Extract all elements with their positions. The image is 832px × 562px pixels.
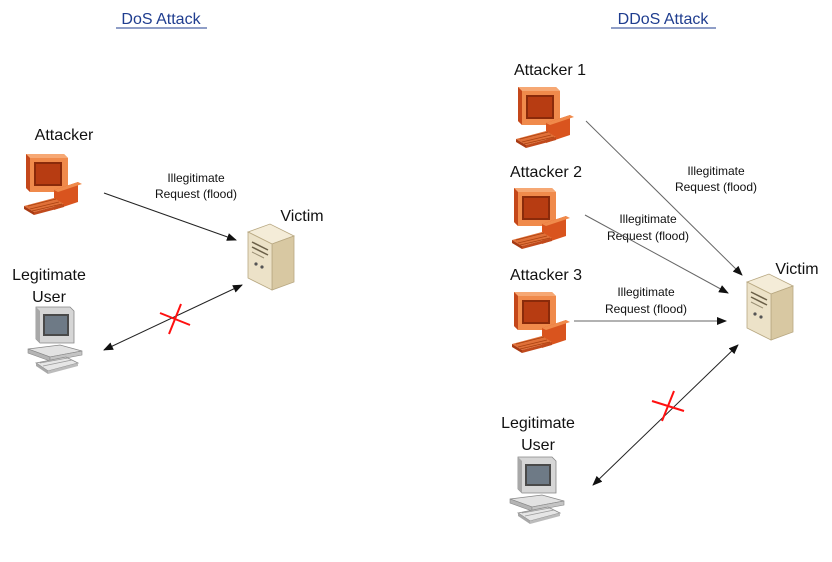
dos-user-label-line1: Legitimate (12, 267, 86, 284)
dos-request-label-line1: Illegitimate (167, 171, 225, 185)
ddos-attacker2-label: Attacker 2 (510, 164, 582, 181)
ddos-attacker1-computer-icon (515, 86, 575, 149)
ddos-blocked-x-icon (651, 390, 685, 422)
dos-attacker-label: Attacker (35, 127, 94, 144)
ddos-attacker3-computer-icon (511, 291, 571, 354)
ddos-attacker3-label: Attacker 3 (510, 267, 582, 284)
dos-victim-label: Victim (280, 208, 323, 225)
ddos-flood-arrow-2 (584, 214, 729, 294)
ddos-user-computer-icon (509, 456, 565, 525)
ddos-attacker2-computer-icon (511, 187, 571, 250)
dos-heading: DoS Attack (121, 11, 201, 28)
dos-user-computer-icon (27, 306, 83, 375)
dos-attacker-computer-icon (23, 153, 83, 216)
ddos-victim-label: Victim (775, 261, 818, 278)
ddos-request3-label-line2: Request (flood) (605, 302, 687, 316)
ddos-request1-label-line2: Request (flood) (675, 180, 757, 194)
ddos-victim-server-icon (746, 273, 794, 341)
dos-request-label-line2: Request (flood) (155, 187, 237, 201)
ddos-request2-label-line2: Request (flood) (607, 229, 689, 243)
ddos-user-label-line1: Legitimate (501, 415, 575, 432)
ddos-flood-arrow-1 (585, 120, 743, 276)
ddos-attacker1-label: Attacker 1 (514, 62, 586, 79)
dos-victim-server-icon (247, 223, 295, 291)
ddos-user-connection (592, 344, 739, 486)
dos-flood-arrow (103, 192, 237, 241)
dos-user-label-line2: User (32, 289, 66, 306)
ddos-request2-label-line1: Illegitimate (619, 212, 677, 226)
dos-blocked-x-icon (159, 303, 191, 335)
ddos-request3-label-line1: Illegitimate (617, 285, 675, 299)
ddos-request1-label-line1: Illegitimate (687, 164, 745, 178)
ddos-heading: DDoS Attack (618, 11, 710, 28)
ddos-user-label-line2: User (521, 437, 555, 454)
